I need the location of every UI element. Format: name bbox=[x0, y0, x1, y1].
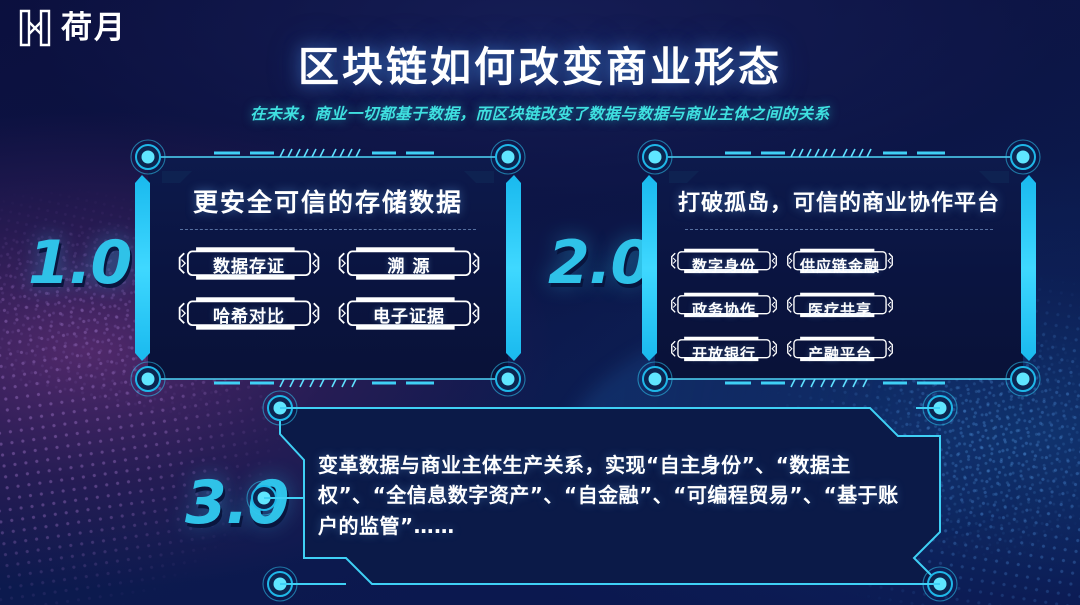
tag-chip-label: 数据存证 bbox=[213, 256, 285, 277]
tag-chip-label: 数字身份 bbox=[691, 256, 756, 275]
tag-frame-icon bbox=[787, 248, 893, 274]
tag-chip[interactable]: 哈希对比 bbox=[176, 295, 322, 333]
panel-3-body-text: 变革数据与商业主体生产关系，实现“自主身份”、“数据主权”、“全信息数字资产”、… bbox=[318, 453, 899, 538]
tag-frame-icon bbox=[671, 248, 777, 274]
tag-chip-label: 电子证据 bbox=[373, 306, 445, 327]
panel-2-heading: 打破孤岛，可信的商业协作平台 bbox=[677, 191, 1000, 216]
panel-2-frame-decoration bbox=[637, 139, 1041, 397]
tag-chip-label: 政务协作 bbox=[691, 300, 756, 319]
tag-chip-label: 供应链金融 bbox=[799, 256, 880, 275]
tag-chip-label: 哈希对比 bbox=[213, 306, 285, 327]
page-title: 区块链如何改变商业形态 bbox=[298, 43, 782, 91]
tag-chip[interactable]: 电子证据 bbox=[336, 295, 482, 333]
tag-frame-icon bbox=[178, 297, 320, 330]
tag-chip[interactable]: 供应链金融 bbox=[785, 247, 895, 283]
panel-number-1: 1.0 bbox=[28, 228, 132, 298]
brand-logo: 荷月 bbox=[18, 8, 127, 48]
tag-chip-label: 产融平台 bbox=[807, 344, 872, 363]
panel-2-tag-list: 数字身份 供应链金融政务协作 医疗共享开放银行 产融平台 bbox=[669, 247, 1009, 371]
tag-frame-icon bbox=[338, 247, 480, 280]
panel-3: 变革数据与商业主体生产关系，实现“自主身份”、“数据主权”、“全信息数字资产”、… bbox=[246, 390, 958, 602]
panel-2-background bbox=[655, 157, 1023, 379]
tag-frame-icon bbox=[178, 247, 320, 280]
tag-chip[interactable]: 数据存证 bbox=[176, 245, 322, 283]
tag-chip-label: 医疗共享 bbox=[807, 300, 872, 319]
h-monogram-icon bbox=[19, 9, 51, 47]
tag-frame-icon bbox=[787, 336, 893, 362]
tag-chip[interactable]: 产融平台 bbox=[785, 335, 895, 371]
tag-chip[interactable]: 开放银行 bbox=[669, 335, 779, 371]
tag-chip-label: 溯 源 bbox=[387, 256, 431, 277]
tag-frame-icon bbox=[671, 292, 777, 318]
tag-chip[interactable]: 数字身份 bbox=[669, 247, 779, 283]
panel-1: 更安全可信的存储数据 数据存证 溯 源哈希对比 电子证据 bbox=[130, 139, 526, 397]
tag-frame-icon bbox=[787, 292, 893, 318]
panel-1-frame-decoration bbox=[130, 139, 526, 397]
panel-1-divider bbox=[180, 229, 476, 230]
tag-frame-icon bbox=[671, 336, 777, 362]
panel-1-tag-list: 数据存证 溯 源哈希对比 电子证据 bbox=[176, 245, 482, 333]
panel-1-heading: 更安全可信的存储数据 bbox=[192, 188, 463, 217]
panel-2: 打破孤岛，可信的商业协作平台 数字身份 供应链金融政务协作 医疗共享开放银行 产融平台 bbox=[637, 139, 1041, 397]
panel-1-background bbox=[148, 157, 508, 379]
panel-2-divider bbox=[685, 229, 993, 230]
tag-chip[interactable]: 溯 源 bbox=[336, 245, 482, 283]
tag-chip-label: 开放银行 bbox=[691, 344, 756, 363]
panel-number-2: 2.0 bbox=[548, 228, 652, 298]
brand-name: 荷月 bbox=[61, 9, 127, 46]
tag-chip[interactable]: 医疗共享 bbox=[785, 291, 895, 327]
tag-frame-icon bbox=[338, 297, 480, 330]
panel-3-frame-decoration bbox=[246, 390, 958, 602]
page-subtitle: 在未来，商业一切都基于数据，而区块链改变了数据与数据与商业主体之间的关系 bbox=[250, 105, 830, 123]
tag-chip[interactable]: 政务协作 bbox=[669, 291, 779, 327]
